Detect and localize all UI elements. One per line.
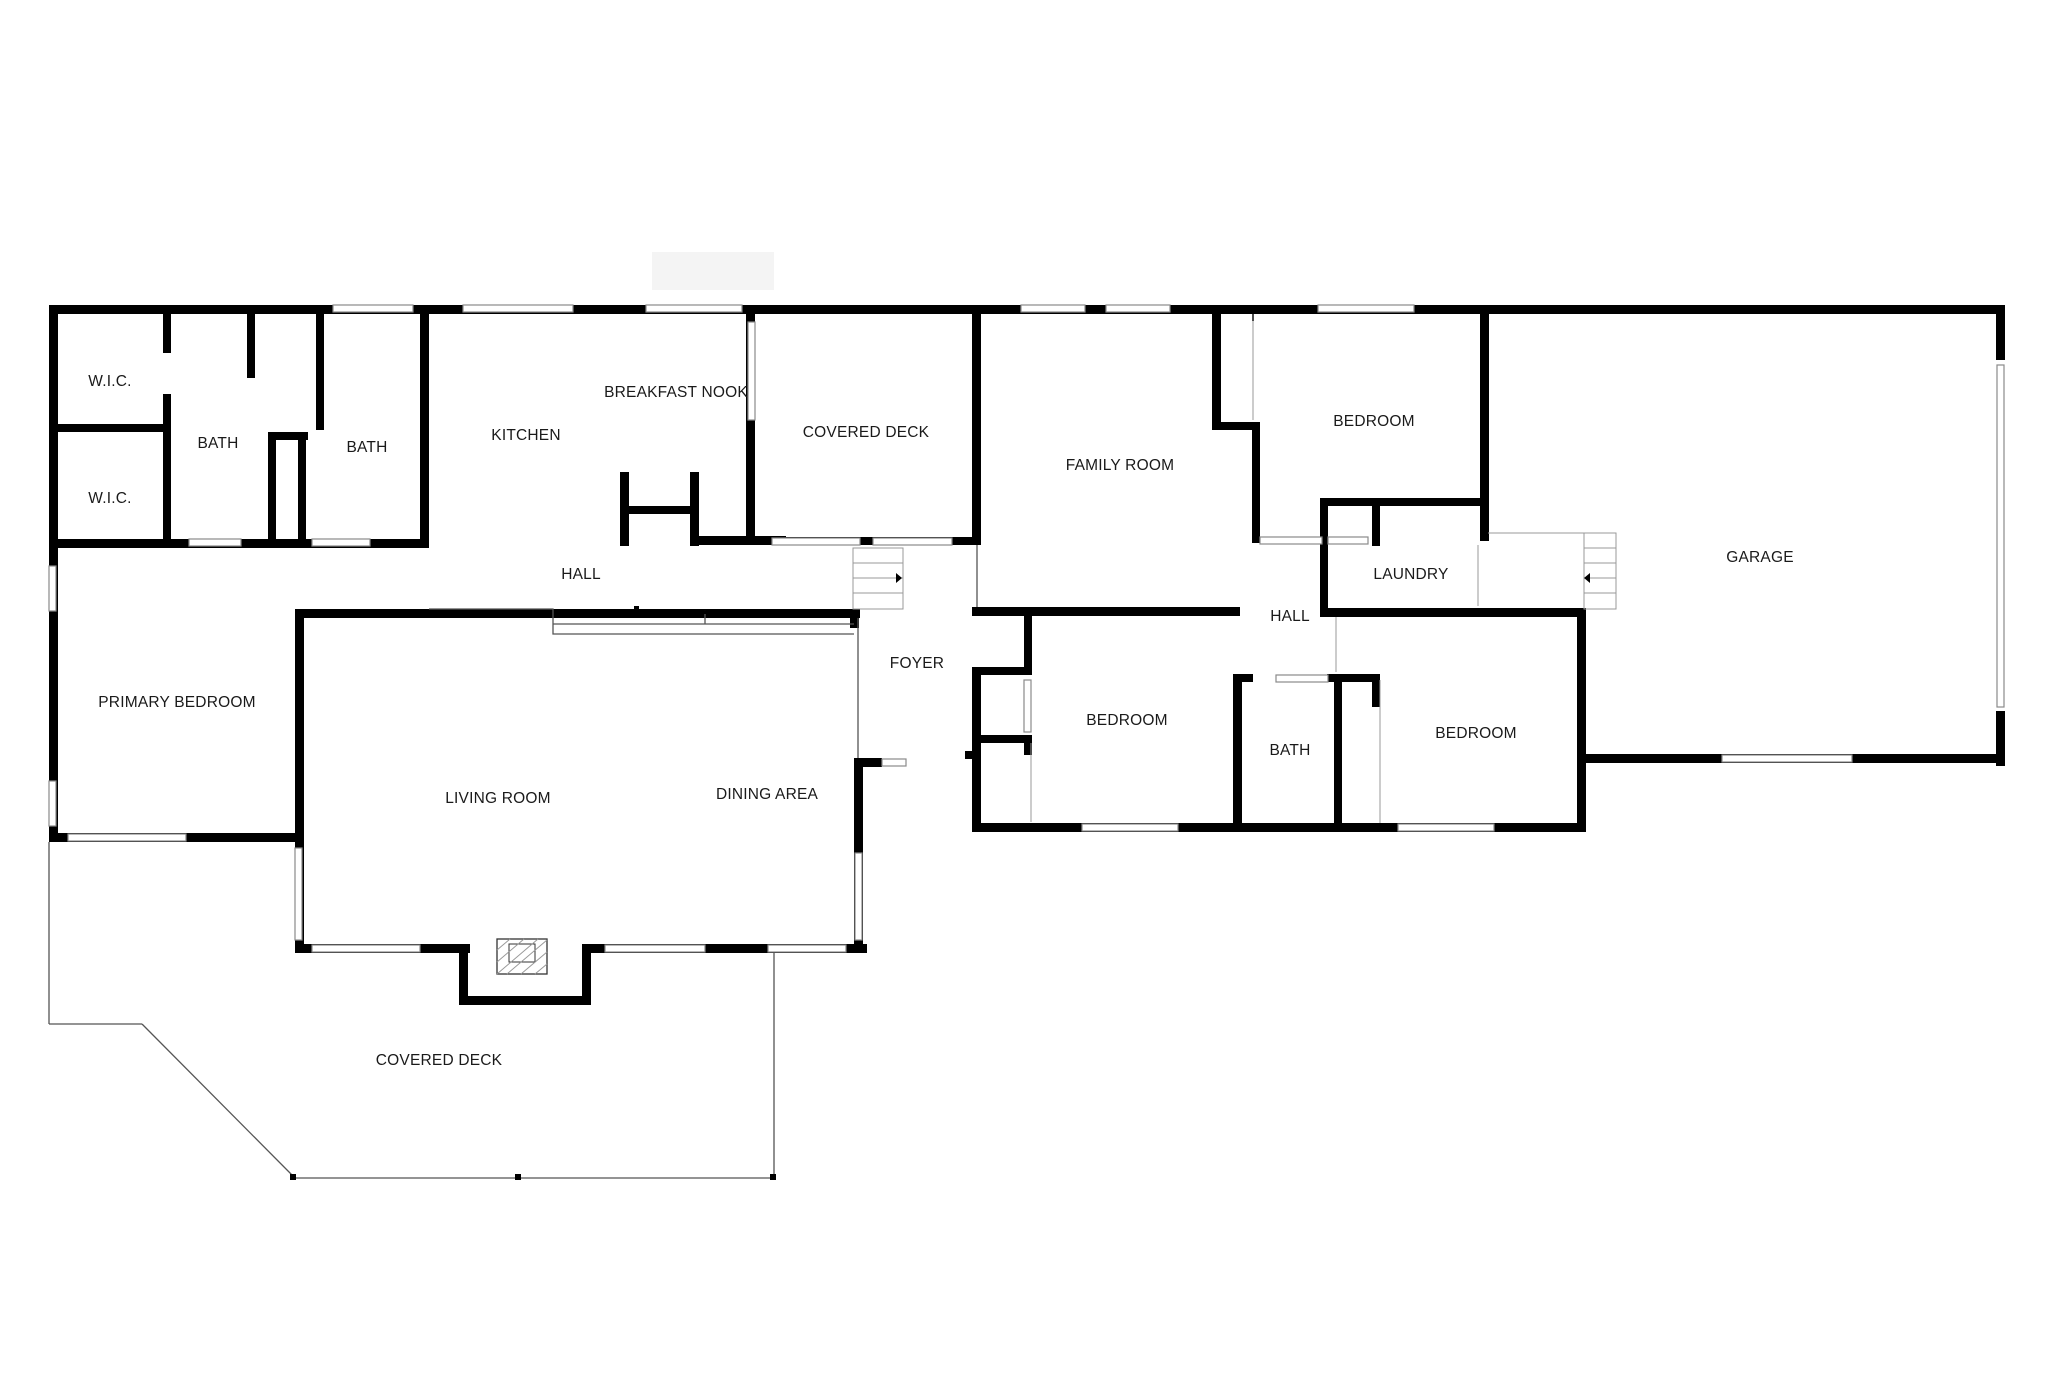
label-wic-1: W.I.C. (88, 373, 131, 390)
west-wing-walls (49, 305, 981, 1005)
label-family-room: FAMILY ROOM (1066, 457, 1174, 474)
label-hall-west: HALL (561, 566, 601, 583)
label-bath-2: BATH (347, 439, 388, 456)
label-bedroom-upper: BEDROOM (1333, 413, 1415, 430)
east-wing-windows (1020, 304, 2005, 832)
label-foyer: FOYER (890, 655, 944, 672)
label-bath-east: BATH (1270, 742, 1311, 759)
label-bedroom-lower-left: BEDROOM (1086, 712, 1168, 729)
label-bedroom-lower-right: BEDROOM (1435, 725, 1517, 742)
label-garage: GARAGE (1726, 549, 1794, 566)
label-living-room: LIVING ROOM (445, 790, 551, 807)
label-covered-deck-lower: COVERED DECK (376, 1052, 503, 1069)
label-dining-area: DINING AREA (716, 786, 819, 803)
room-labels: W.I.C. W.I.C. BATH BATH KITCHEN BREAKFAS… (88, 373, 1793, 1069)
label-hall-east: HALL (1270, 608, 1310, 625)
label-laundry: LAUNDRY (1373, 566, 1448, 583)
label-primary-bedroom: PRIMARY BEDROOM (98, 694, 255, 711)
east-wing-details (1030, 314, 1617, 823)
label-wic-2: W.I.C. (88, 490, 131, 507)
west-wing-details (48, 252, 978, 1180)
west-wing-windows (48, 304, 953, 953)
east-wing-walls (965, 305, 2005, 832)
label-kitchen: KITCHEN (491, 427, 560, 444)
label-covered-deck-upper: COVERED DECK (803, 424, 930, 441)
label-breakfast-nook: BREAKFAST NOOK (604, 384, 748, 401)
label-bath-1: BATH (198, 435, 239, 452)
